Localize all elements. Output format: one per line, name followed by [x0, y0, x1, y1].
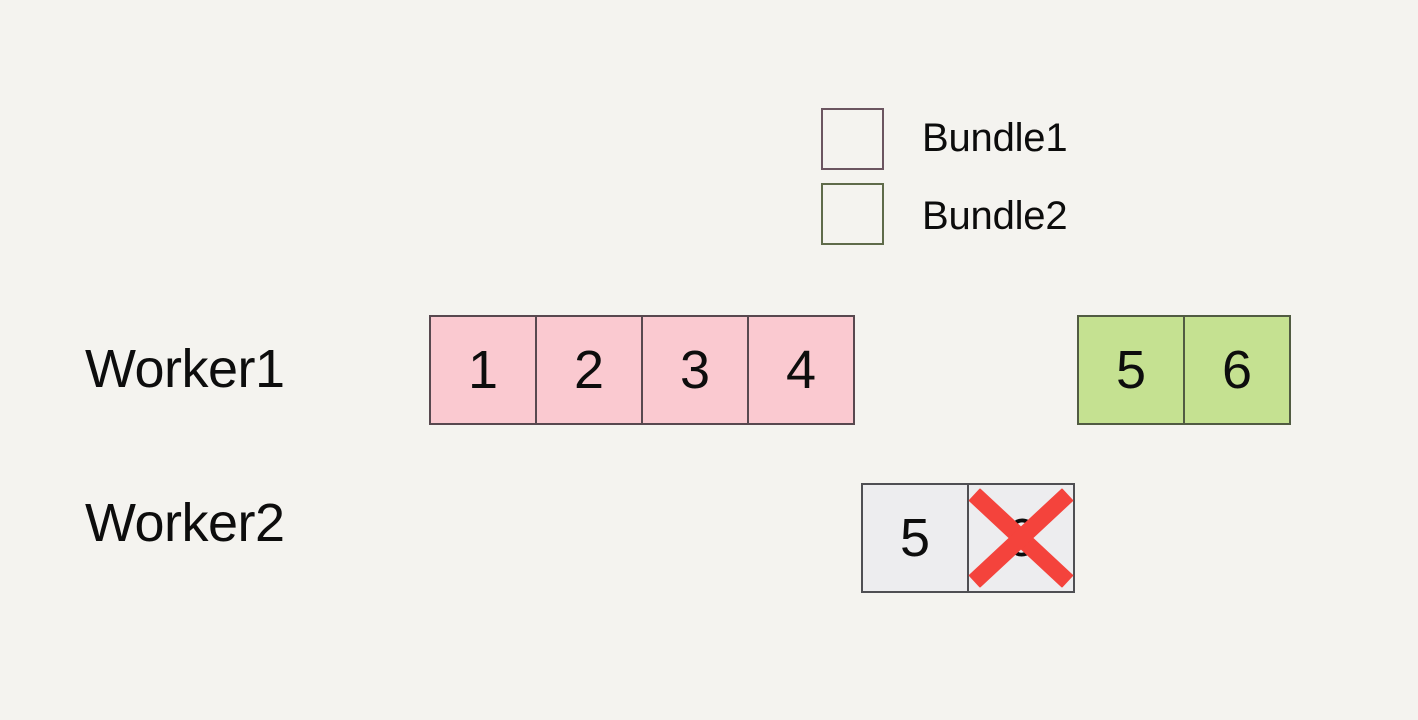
cell: 5	[861, 483, 969, 593]
cell: 1	[429, 315, 537, 425]
worker1-label: Worker1	[85, 339, 285, 399]
cell: 6	[1183, 315, 1291, 425]
worker2-group: 5 6	[861, 483, 1075, 593]
worker1-bundle1-group: 1 2 3 4	[429, 315, 855, 425]
legend-label-bundle2: Bundle2	[922, 194, 1068, 238]
cell: 4	[747, 315, 855, 425]
worker1-bundle2-group: 5 6	[1077, 315, 1291, 425]
cell-crossed-out: 6	[967, 483, 1075, 593]
legend-swatch-bundle2	[821, 183, 884, 245]
cell: 3	[641, 315, 749, 425]
cell-value: 6	[1005, 508, 1037, 568]
legend-swatch-bundle1	[821, 108, 884, 170]
cell: 5	[1077, 315, 1185, 425]
legend-label-bundle1: Bundle1	[922, 116, 1068, 160]
cell: 2	[535, 315, 643, 425]
worker2-label: Worker2	[85, 493, 285, 553]
